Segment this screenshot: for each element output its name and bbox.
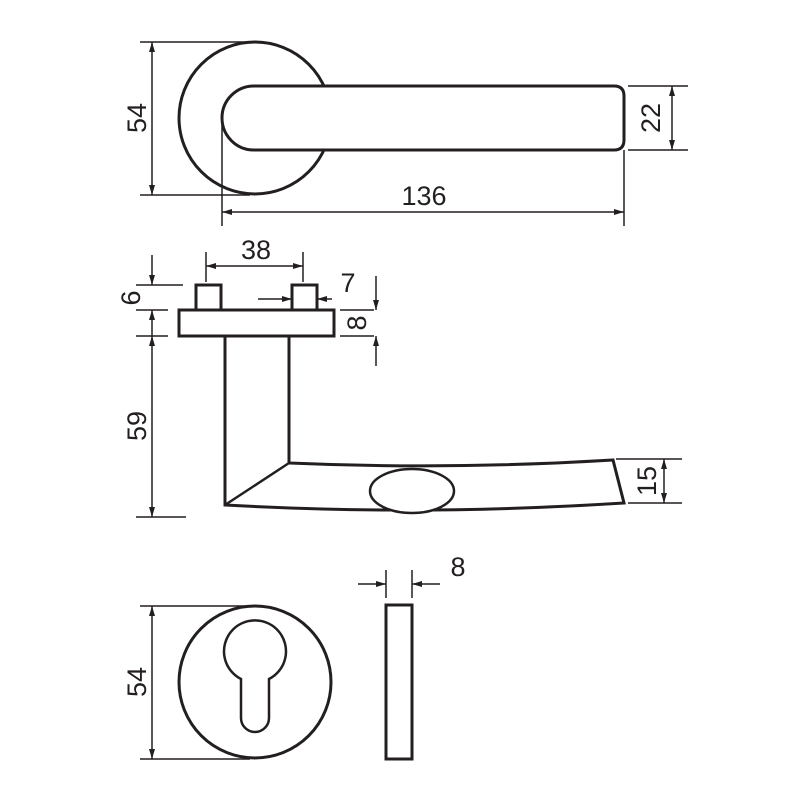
- lever-side: [223, 334, 626, 512]
- dimension-label: 8: [450, 552, 465, 582]
- pin-left: [194, 283, 223, 312]
- top-view: 54 22 136: [122, 40, 688, 226]
- base-plate: [177, 308, 336, 338]
- escutcheon-view: 54 8: [122, 552, 466, 761]
- lever-top: [220, 84, 626, 152]
- dimension-label: 6: [116, 290, 146, 305]
- dimension-label: 136: [401, 181, 446, 211]
- dimension-label: 15: [632, 466, 662, 496]
- dimension-label: 7: [340, 268, 355, 298]
- dimension-label: 54: [122, 667, 152, 697]
- lever-grip-oval: [368, 467, 456, 515]
- dimension-label: 38: [241, 235, 271, 265]
- dimension-label: 22: [636, 103, 666, 133]
- escutcheon-side: [384, 603, 414, 761]
- pin-right: [290, 283, 319, 312]
- side-view: 38 6 59 7 8 15: [116, 235, 682, 518]
- dimension-label: 59: [122, 411, 152, 441]
- dimension-label: 8: [342, 315, 372, 330]
- dimension-label: 54: [122, 103, 152, 133]
- keyhole-profile: [222, 619, 288, 734]
